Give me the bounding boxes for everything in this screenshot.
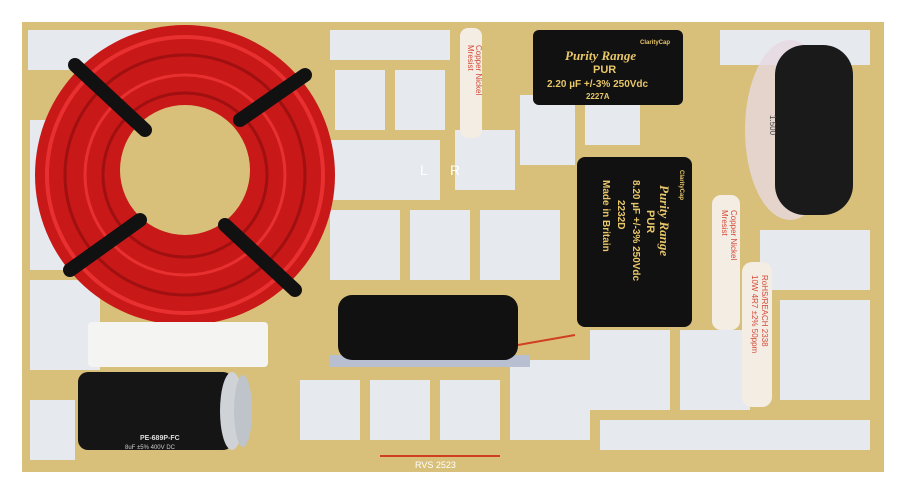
cement-resistor [88,322,268,367]
svg-text:RoHS/REACH 2338: RoHS/REACH 2338 [760,275,769,347]
svg-text:Made in Britain: Made in Britain [600,180,611,252]
resistor-top: Mresist Copper Nickel [460,28,483,138]
air-core-inductor [35,25,335,325]
svg-text:Mresist: Mresist [466,45,475,72]
svg-text:Purity Range: Purity Range [657,185,672,256]
svg-text:ClarityCap: ClarityCap [678,170,684,200]
svg-text:8.20 µF +/-3% 250Vdc: 8.20 µF +/-3% 250Vdc [630,180,641,282]
capacitor-bottom: PE-689P-FC 8uF ±5% 400V DC [78,372,252,451]
svg-text:2.20 µF +/-3% 250Vdc: 2.20 µF +/-3% 250Vdc [547,79,649,90]
inductor-right: 1.500 [745,40,853,220]
silkscreen-r: R [450,162,460,178]
svg-text:1.500: 1.500 [768,115,777,136]
board-marking: RVS 2523 [415,460,456,470]
capacitor-8-2uf: ClarityCap Purity Range PUR 8.20 µF +/-3… [577,157,692,327]
svg-text:Copper Nickel: Copper Nickel [729,210,738,260]
svg-text:PE-689P-FC: PE-689P-FC [140,435,180,442]
svg-text:PUR: PUR [593,64,616,76]
svg-text:2232D: 2232D [615,200,626,229]
resistor-mid: Mresist Copper Nickel [712,195,740,330]
svg-text:2227A: 2227A [586,92,610,101]
silkscreen-l: L [420,162,428,178]
svg-text:10W 4R7 ±2% 50ppm: 10W 4R7 ±2% 50ppm [750,275,759,354]
capacitor-2-2uf: ClarityCap Purity Range PUR 2.20 µF +/-3… [533,30,683,105]
svg-text:Purity Range: Purity Range [565,48,636,63]
svg-text:PUR: PUR [644,210,656,233]
svg-text:ClarityCap: ClarityCap [640,40,670,46]
resistor-right: 10W 4R7 ±2% 50ppm RoHS/REACH 2338 [742,262,772,407]
inductor-middle [330,295,576,367]
svg-text:8uF ±5% 400V DC: 8uF ±5% 400V DC [125,445,176,451]
svg-text:Mresist: Mresist [720,210,729,237]
svg-text:Copper Nickel: Copper Nickel [474,45,483,95]
